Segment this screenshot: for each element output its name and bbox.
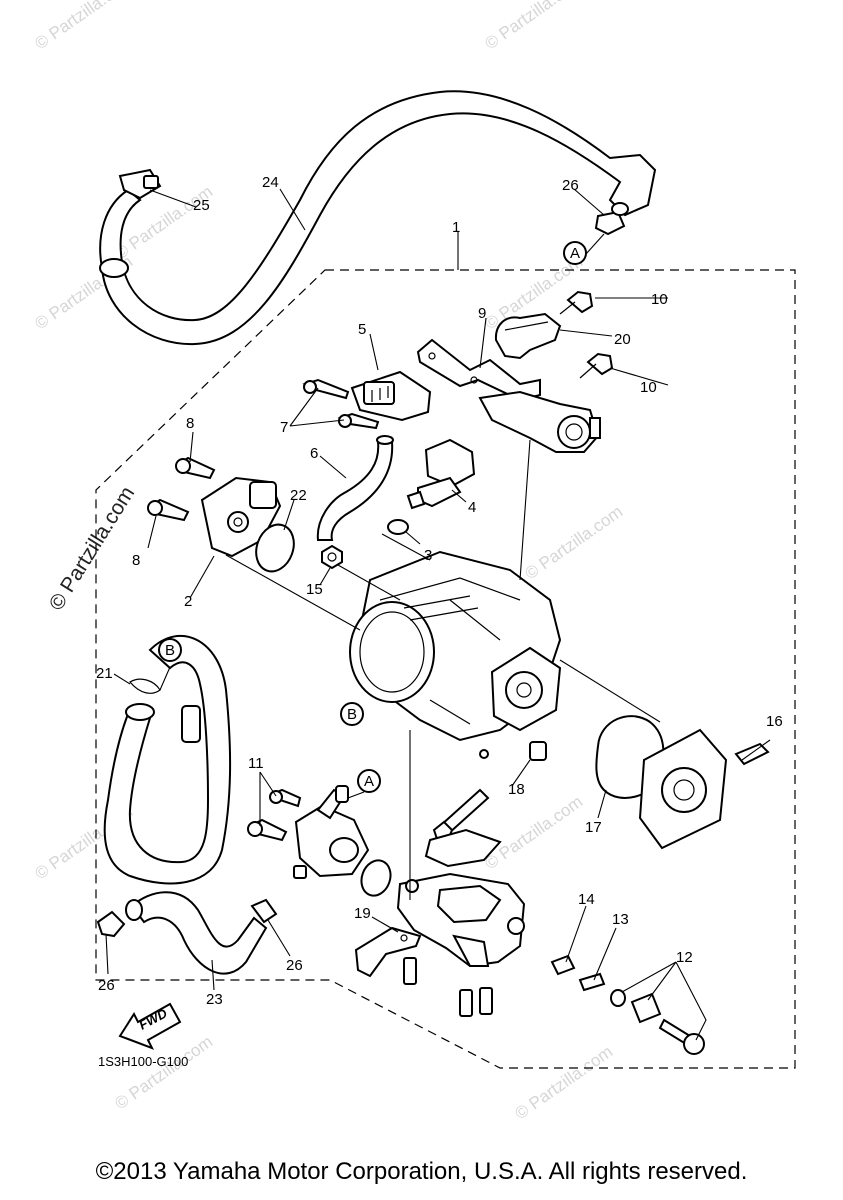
throttle-body <box>349 550 562 742</box>
adjuster-12 <box>610 989 705 1055</box>
callout-1: 1 <box>452 219 460 236</box>
gasket <box>424 828 502 868</box>
clamp-25 <box>118 168 162 200</box>
callout-14: 14 <box>578 891 595 908</box>
callout-19: 19 <box>354 905 371 922</box>
seal-3 <box>387 519 409 535</box>
plug-18 <box>529 741 547 761</box>
callout-labels: 1 2 3 4 5 6 7 8 8 9 10 10 11 12 13 14 15… <box>96 174 783 1008</box>
o-ring-22 <box>255 523 295 573</box>
bracket-19 <box>354 926 422 978</box>
hose-left <box>103 634 232 885</box>
callout-3: 3 <box>424 547 432 564</box>
sensor-5 <box>350 370 432 422</box>
bolt <box>432 749 490 844</box>
watermark-text: © Partzilla.com <box>111 1032 216 1113</box>
marker-a-label: A <box>570 245 580 262</box>
callout-16: 16 <box>766 713 783 730</box>
callout-10: 10 <box>640 379 657 396</box>
callout-25: 25 <box>193 197 210 214</box>
callout-5: 5 <box>358 321 366 338</box>
spring-14 <box>550 954 576 976</box>
o-ring <box>360 859 392 897</box>
callout-15: 15 <box>306 581 323 598</box>
callout-7: 7 <box>280 419 288 436</box>
callout-10: 10 <box>651 291 668 308</box>
clamp-26-top <box>594 202 629 236</box>
hose-23 <box>125 891 268 975</box>
watermark-text: © Partzilla.com <box>31 0 136 53</box>
connector-marker-b-body: B <box>340 702 364 726</box>
watermark-big-text: © Partzilla.com <box>45 482 139 614</box>
callout-24: 24 <box>262 174 279 191</box>
bracket-9 <box>416 338 541 402</box>
watermark-text: © Partzilla.com <box>481 792 586 873</box>
connector-marker-a-mid: A <box>357 769 381 793</box>
marker-b-label: B <box>347 706 357 723</box>
clamp-26-left <box>96 910 126 938</box>
callout-18: 18 <box>508 781 525 798</box>
watermark-text: © Partzilla.com <box>511 1042 616 1123</box>
callout-26: 26 <box>562 177 579 194</box>
callout-20: 20 <box>614 331 631 348</box>
callout-8: 8 <box>132 552 140 569</box>
callout-6: 6 <box>310 445 318 462</box>
callout-23: 23 <box>206 991 223 1008</box>
assembly-boundary <box>95 269 796 1069</box>
cover-16 <box>638 728 770 850</box>
idle-control-unit <box>478 390 601 453</box>
leader-lines <box>105 188 771 1041</box>
hanger-20 <box>494 312 562 360</box>
watermark-text: © Partzilla.com <box>481 0 586 53</box>
callout-26: 26 <box>98 977 115 994</box>
callout-26: 26 <box>286 957 303 974</box>
bypass-body <box>396 872 526 968</box>
callout-13: 13 <box>612 911 629 928</box>
callout-11: 11 <box>248 755 264 772</box>
callout-2: 2 <box>184 593 192 610</box>
screws-7 <box>302 378 380 430</box>
screw-13 <box>578 972 606 992</box>
screws-8 <box>147 456 216 522</box>
diagram-code: 1S3H100-G100 <box>98 1054 188 1069</box>
nut-15 <box>321 544 343 570</box>
elbow-11 <box>247 785 370 879</box>
callout-17: 17 <box>585 819 602 836</box>
hose-24 <box>99 90 657 346</box>
marker-a-label: A <box>364 773 374 790</box>
hose-6 <box>316 435 394 541</box>
clip-21 <box>129 678 161 694</box>
screws-10 <box>559 290 614 379</box>
marker-b-label: B <box>165 642 175 659</box>
connector-marker-b-left: B <box>158 638 182 662</box>
injector-4 <box>406 438 476 510</box>
bottom-screws <box>403 957 493 1017</box>
callout-4: 4 <box>468 499 476 516</box>
connector-marker-a-top: A <box>563 241 587 265</box>
copyright-notice: ©2013 Yamaha Motor Corporation, U.S.A. A… <box>95 1158 748 1185</box>
callout-12: 12 <box>676 949 693 966</box>
clamp-26-right <box>250 898 278 924</box>
callout-9: 9 <box>478 305 486 322</box>
callout-8: 8 <box>186 415 194 432</box>
callout-22: 22 <box>290 487 307 504</box>
callout-21: 21 <box>96 665 113 682</box>
fwd-arrow-icon: FWD <box>118 1002 182 1050</box>
watermark-text: © Partzilla.com <box>521 502 626 583</box>
